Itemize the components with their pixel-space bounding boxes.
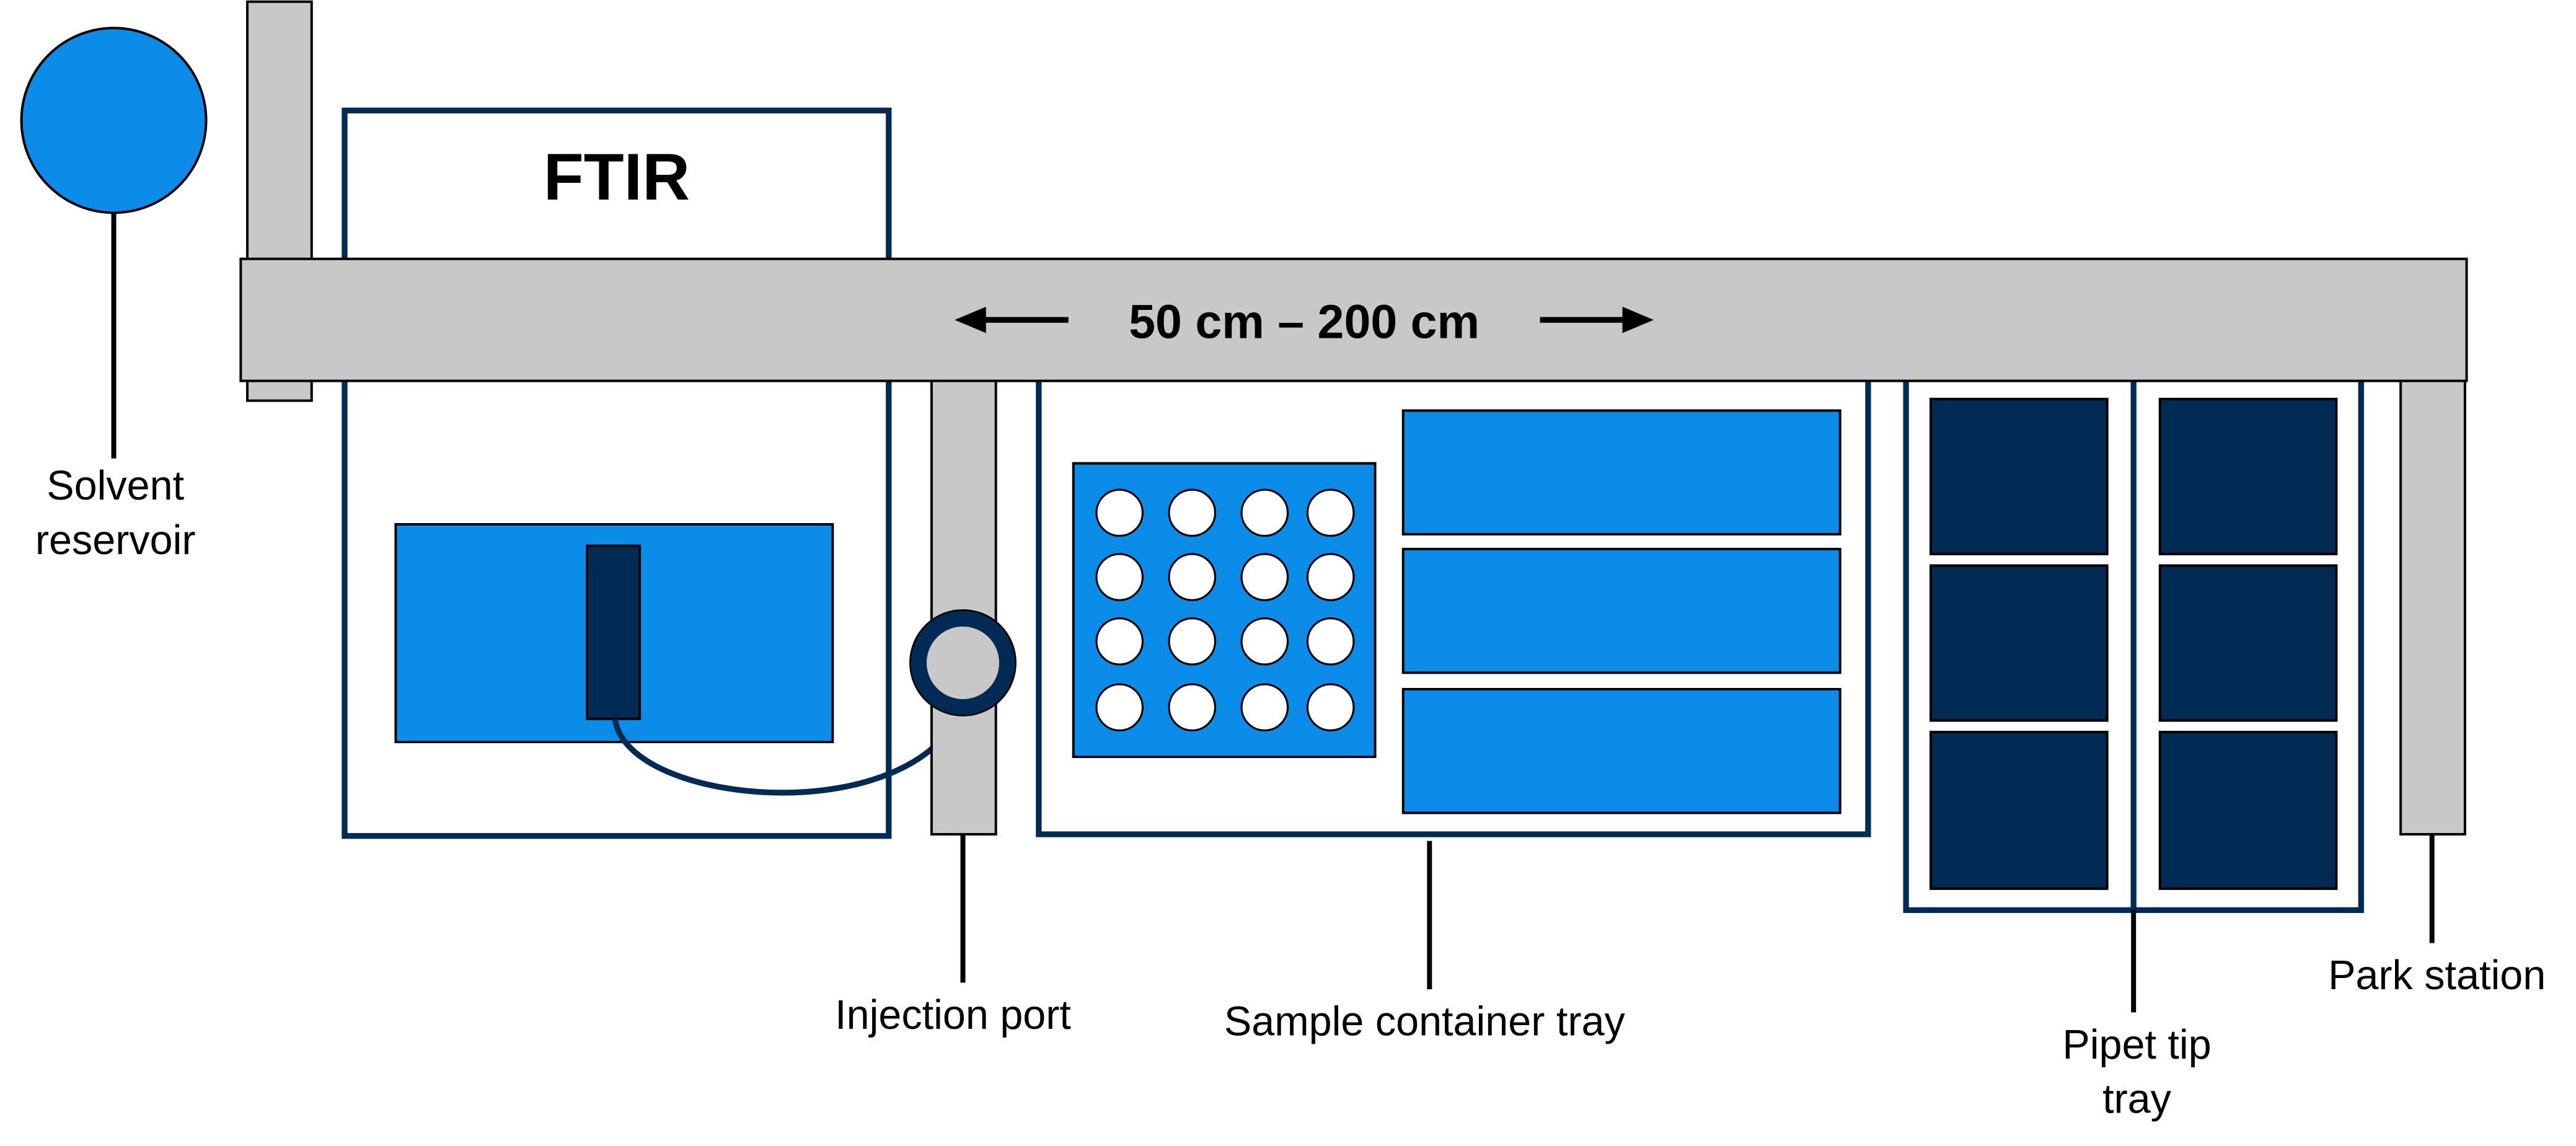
solvent-reservoir bbox=[20, 27, 208, 214]
arrow-right-icon bbox=[1540, 306, 1654, 333]
ftir-flow-cell bbox=[586, 544, 642, 720]
solvent-reservoir-label-line1: Solvent bbox=[46, 463, 184, 509]
sample-tray-label: Sample container tray bbox=[1224, 999, 1626, 1045]
rail-range-label: 50 cm – 200 cm bbox=[1129, 295, 1480, 348]
tip-rack-5 bbox=[1929, 731, 2109, 890]
solvent-reservoir-label-line2: reservoir bbox=[35, 518, 196, 563]
vial-grid bbox=[1095, 488, 1355, 732]
vial-9 bbox=[1095, 617, 1144, 666]
injection-port-label: Injection port bbox=[835, 992, 1071, 1038]
tip-rack-2 bbox=[2158, 397, 2338, 555]
horizontal-rail bbox=[239, 257, 2468, 382]
injection-port bbox=[910, 610, 1016, 716]
vial-14 bbox=[1168, 683, 1217, 732]
container-slot-1 bbox=[1401, 409, 1842, 536]
vial-6 bbox=[1168, 553, 1217, 601]
vial-12 bbox=[1306, 617, 1355, 666]
vial-13 bbox=[1095, 683, 1144, 732]
vial-8 bbox=[1306, 553, 1355, 601]
vial-16 bbox=[1306, 683, 1355, 732]
vial-11 bbox=[1240, 617, 1289, 666]
vial-4 bbox=[1306, 488, 1355, 537]
tip-rack-6 bbox=[2158, 731, 2338, 890]
tip-rack-4 bbox=[2158, 564, 2338, 722]
container-slot-3 bbox=[1401, 687, 1842, 814]
park-station-post bbox=[2399, 377, 2466, 836]
vial-10 bbox=[1168, 617, 1217, 666]
vial-2 bbox=[1168, 488, 1217, 537]
tip-rack-1 bbox=[1929, 397, 2109, 555]
ftir-title: FTIR bbox=[544, 140, 690, 214]
injection-port-post bbox=[930, 377, 997, 836]
injection-port-outline bbox=[909, 609, 1017, 716]
park-station-label: Park station bbox=[2328, 953, 2546, 998]
container-slot-2 bbox=[1401, 547, 1842, 674]
vial-7 bbox=[1240, 553, 1289, 601]
vial-3 bbox=[1240, 488, 1289, 537]
arrow-left-icon bbox=[955, 306, 1069, 333]
tip-rack-3 bbox=[1929, 564, 2109, 722]
pipet-tray-label-line2: tray bbox=[2102, 1077, 2172, 1122]
vial-15 bbox=[1240, 683, 1289, 732]
pipet-tray-label-line1: Pipet tip bbox=[2062, 1022, 2211, 1068]
vial-1 bbox=[1095, 488, 1144, 537]
vial-5 bbox=[1095, 553, 1144, 601]
